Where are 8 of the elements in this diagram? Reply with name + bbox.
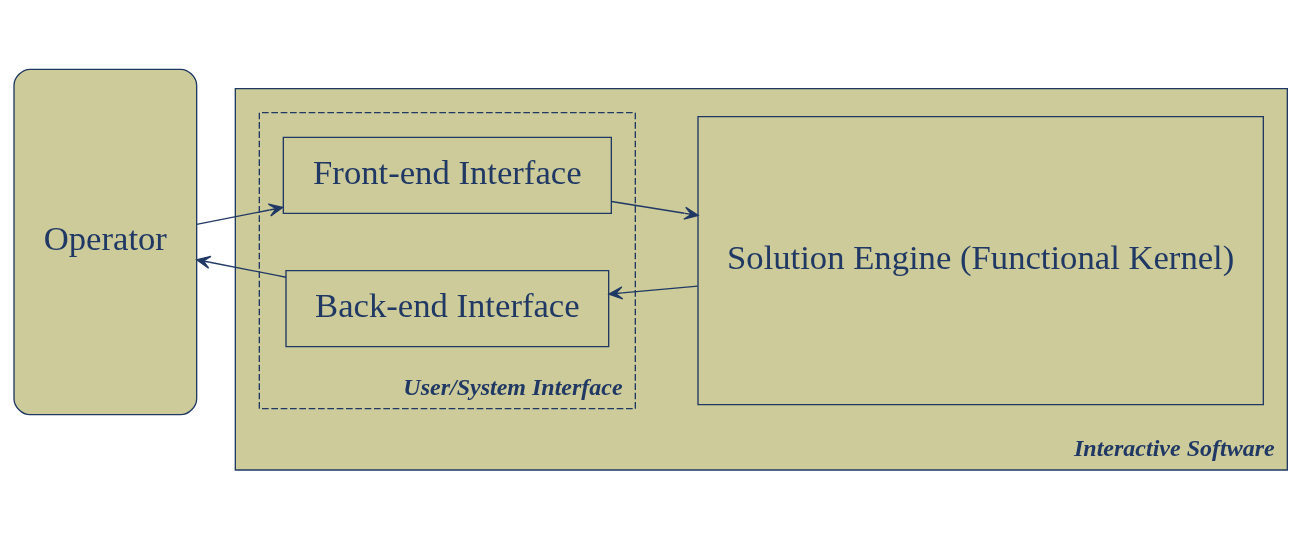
arrow: [610, 200, 699, 220]
node-box: Operator: [13, 68, 198, 415]
arrow: [608, 285, 699, 300]
arrow: [196, 202, 284, 225]
arrow: [196, 255, 287, 278]
node-box: Back-end Interface: [285, 269, 610, 347]
node-box: Front-end Interface: [282, 136, 612, 214]
node-box: Solution Engine (Functional Kernel): [697, 115, 1264, 405]
